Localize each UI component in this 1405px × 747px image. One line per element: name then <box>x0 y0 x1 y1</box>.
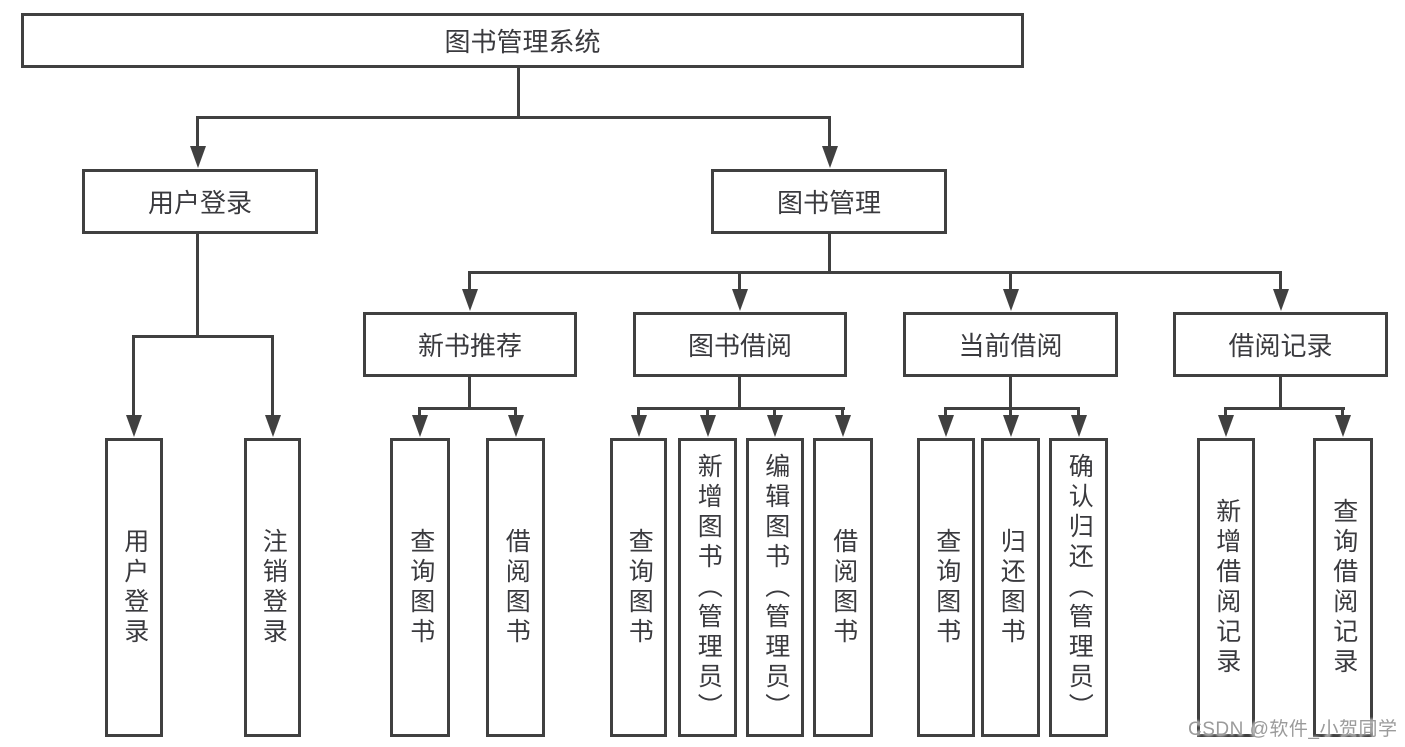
connector-arrow-down-icon <box>412 407 428 437</box>
leaf-add-borrow-record: 新增借阅记录 <box>1197 438 1255 737</box>
leaf-label: 用户登录 <box>120 527 149 648</box>
leaf-return-book: 归还图书 <box>981 438 1040 737</box>
connector-vline <box>196 234 199 338</box>
connector-hline <box>1224 407 1345 410</box>
connector-vline <box>828 234 831 274</box>
connector-arrow-down-icon <box>767 407 783 437</box>
leaf-confirm-return-admin: 确认归还（管理员） <box>1049 438 1108 737</box>
connector-arrow-down-icon <box>732 271 748 311</box>
leaf-label: 查询借阅记录 <box>1329 497 1358 678</box>
connector-hline <box>196 116 831 119</box>
leaf-label: 注销登录 <box>259 527 288 648</box>
connector-hline <box>944 407 1080 410</box>
node-current-borrowing: 当前借阅 <box>903 312 1118 377</box>
node-label: 用户登录 <box>147 188 252 218</box>
connector-arrow-down-icon <box>1218 407 1234 437</box>
node-root-system: 图书管理系统 <box>21 13 1024 68</box>
node-new-book-recommend: 新书推荐 <box>363 312 577 377</box>
leaf-query-book-current: 查询图书 <box>917 438 975 737</box>
leaf-borrow-book-recommend: 借阅图书 <box>486 438 545 737</box>
connector-arrow-down-icon <box>822 116 838 168</box>
connector-arrow-down-icon <box>126 335 142 437</box>
leaf-logout: 注销登录 <box>244 438 301 737</box>
node-book-management: 图书管理 <box>711 169 947 234</box>
node-label: 图书管理 <box>776 188 881 218</box>
connector-vline <box>517 68 520 119</box>
leaf-label: 归还图书 <box>997 527 1026 648</box>
leaf-query-borrow-record: 查询借阅记录 <box>1313 438 1373 737</box>
connector-arrow-down-icon <box>835 407 851 437</box>
leaf-borrow-book: 借阅图书 <box>813 438 873 737</box>
connector-hline <box>418 407 517 410</box>
csdn-watermark: CSDN @软件_小贺同学 <box>1188 719 1398 740</box>
leaf-query-book-borrowing: 查询图书 <box>610 438 667 737</box>
leaf-label: 确认归还（管理员） <box>1065 452 1094 723</box>
node-label: 图书借阅 <box>687 331 792 361</box>
connector-arrow-down-icon <box>938 407 954 437</box>
leaf-label: 借阅图书 <box>502 527 531 648</box>
connector-vline <box>1279 377 1282 410</box>
connector-arrow-down-icon <box>508 407 524 437</box>
leaf-user-login: 用户登录 <box>105 438 163 737</box>
node-borrowing-records: 借阅记录 <box>1173 312 1388 377</box>
connector-hline <box>132 335 274 338</box>
leaf-label: 查询图书 <box>406 527 435 648</box>
node-book-borrowing: 图书借阅 <box>633 312 847 377</box>
leaf-add-book-admin: 新增图书（管理员） <box>678 438 737 737</box>
connector-hline <box>637 407 845 410</box>
connector-vline <box>1009 377 1012 410</box>
connector-arrow-down-icon <box>462 271 478 311</box>
leaf-label: 查询图书 <box>932 527 961 648</box>
leaf-label: 新增图书（管理员） <box>694 452 723 723</box>
leaf-query-book-recommend: 查询图书 <box>390 438 450 737</box>
node-user-login: 用户登录 <box>82 169 318 234</box>
node-label: 当前借阅 <box>958 331 1063 361</box>
connector-arrow-down-icon <box>1335 407 1351 437</box>
connector-arrow-down-icon <box>190 116 206 168</box>
leaf-edit-book-admin: 编辑图书（管理员） <box>746 438 804 737</box>
node-label: 借阅记录 <box>1228 331 1333 361</box>
connector-hline <box>468 271 1282 274</box>
node-label: 新书推荐 <box>417 331 522 361</box>
connector-arrow-down-icon <box>1273 271 1289 311</box>
connector-arrow-down-icon <box>1071 407 1087 437</box>
leaf-label: 编辑图书（管理员） <box>761 452 790 723</box>
leaf-label: 新增借阅记录 <box>1212 497 1241 678</box>
connector-arrow-down-icon <box>1003 407 1019 437</box>
leaf-label: 借阅图书 <box>829 527 858 648</box>
node-label: 图书管理系统 <box>444 27 601 57</box>
connector-vline <box>468 377 471 410</box>
connector-vline <box>738 377 741 410</box>
connector-arrow-down-icon <box>700 407 716 437</box>
connector-arrow-down-icon <box>631 407 647 437</box>
connector-arrow-down-icon <box>265 335 281 437</box>
connector-arrow-down-icon <box>1003 271 1019 311</box>
leaf-label: 查询图书 <box>625 527 654 648</box>
